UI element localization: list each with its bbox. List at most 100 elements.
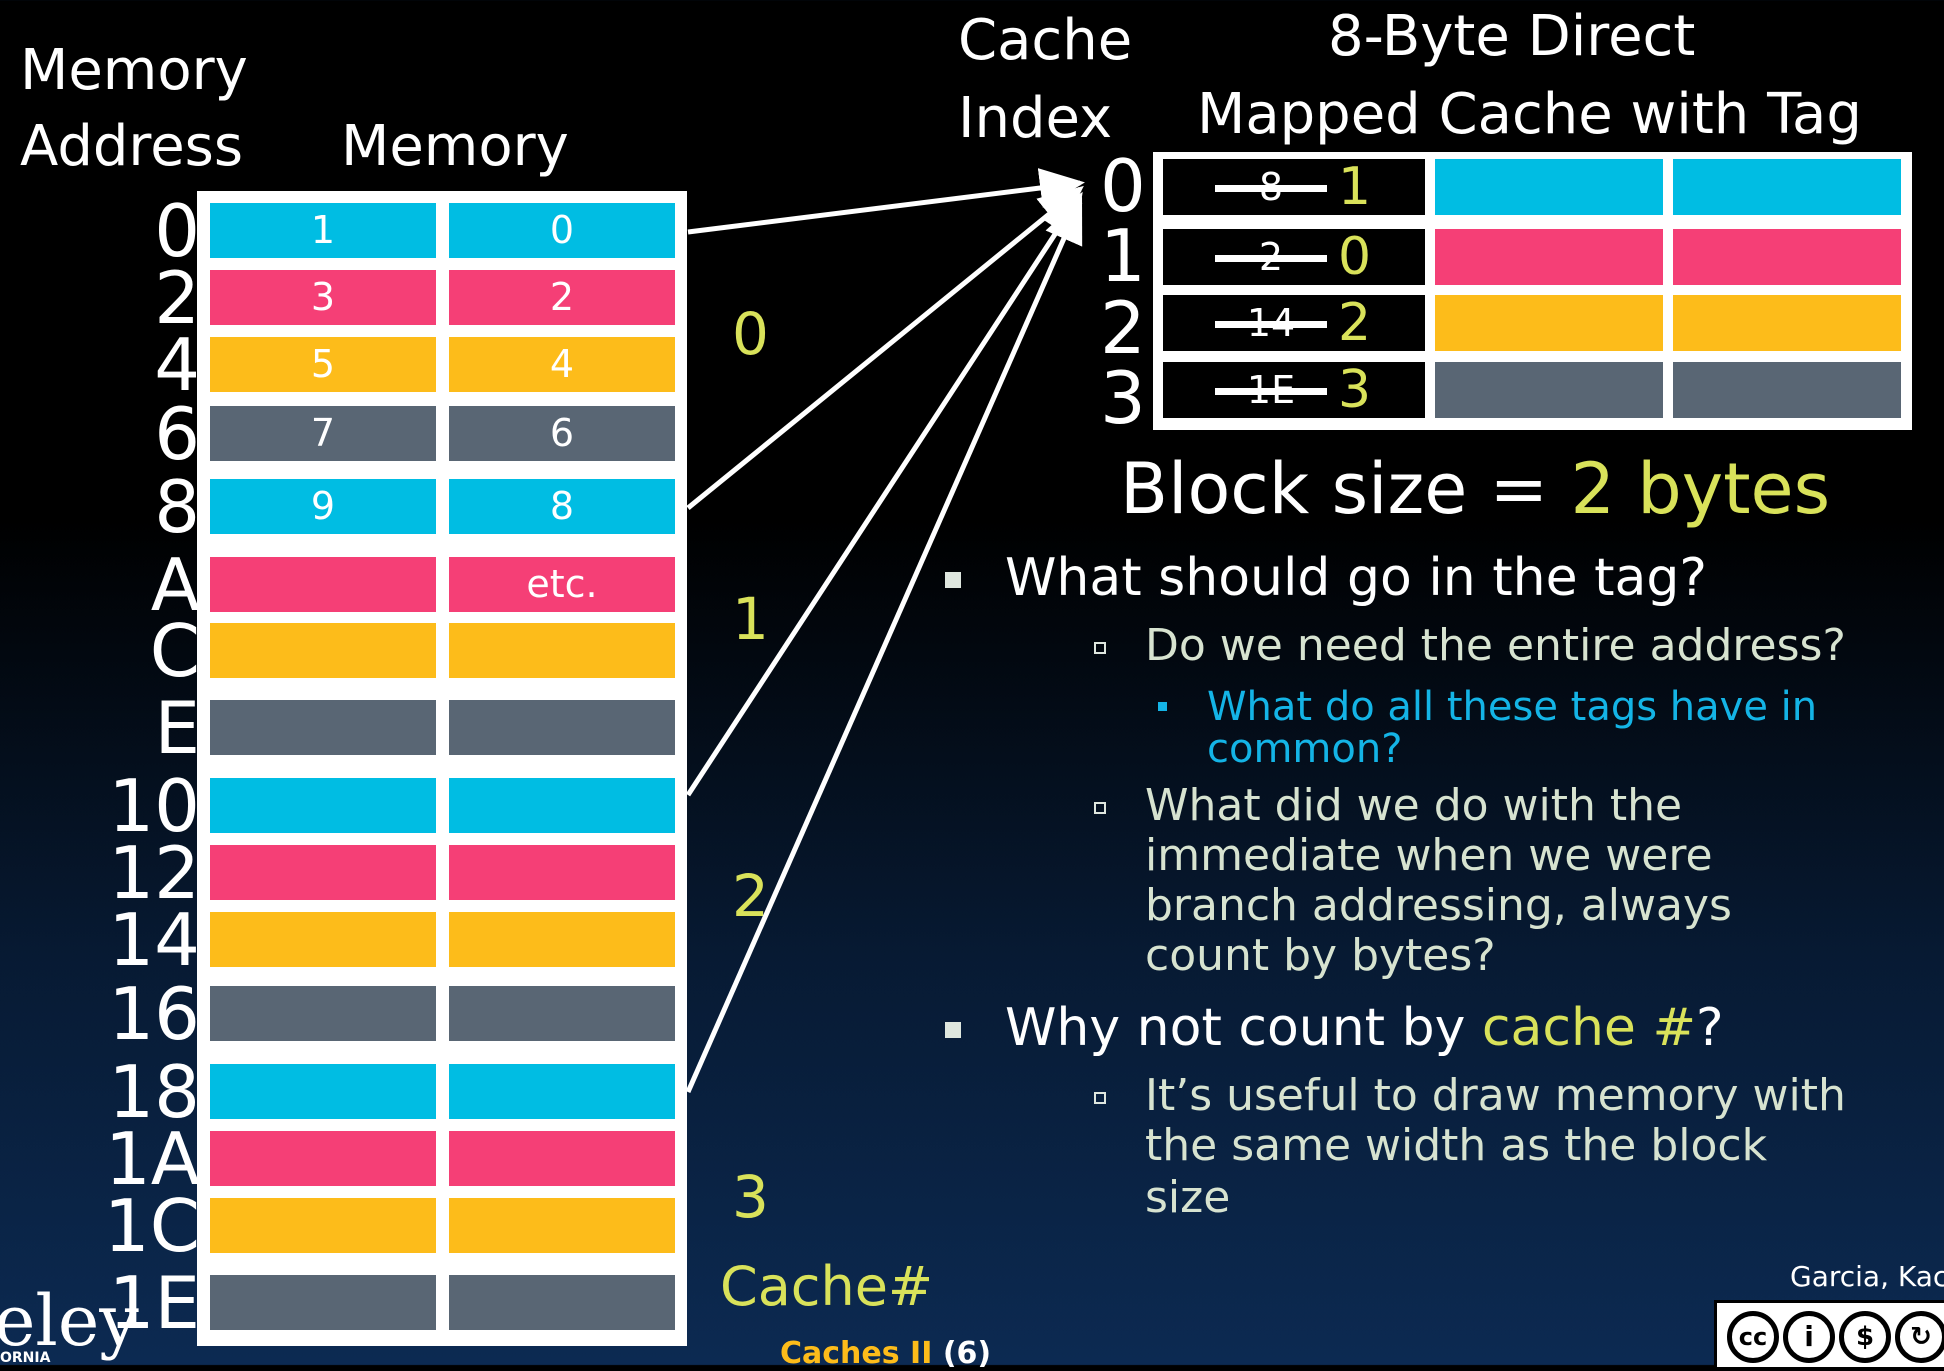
cc-icon: cc — [1727, 1311, 1779, 1363]
cache-data-cell-1-1 — [1673, 229, 1901, 285]
cache-data-cell-1-0 — [1435, 229, 1663, 285]
cache-title-line1: 8-Byte Direct — [1328, 4, 1696, 69]
cache-tag-cell-0: 81 — [1163, 159, 1425, 215]
memory-cell-14-left — [210, 1198, 436, 1253]
arrow-addr18-to-index0 — [685, 197, 1083, 1094]
cache-tag-0: 1 — [1338, 157, 1372, 217]
memory-cell-15-left — [210, 1275, 436, 1330]
strikethrough-1 — [1215, 255, 1327, 262]
cache-row-index-3: 3 — [1100, 356, 1146, 440]
memory-address-7: E — [154, 686, 201, 770]
sub-bullet-width-line3: size — [1145, 1172, 1231, 1223]
cache-data-cell-2-0 — [1435, 295, 1663, 351]
sub-bullet-immediate-line3: branch addressing, always — [1145, 880, 1732, 931]
cache-number-0: 0 — [732, 300, 769, 368]
memory-address-11: 16 — [108, 972, 200, 1056]
sub-bullet-width-line2: the same width as the block — [1145, 1120, 1768, 1171]
arrow-addr8-to-index0 — [686, 185, 1084, 510]
memory-cell-8-left — [210, 778, 436, 833]
attribution-icon: i — [1783, 1311, 1835, 1363]
bullet-marker-2 — [945, 1022, 961, 1038]
memory-address-15: 1E — [108, 1261, 200, 1345]
memory-address-8: 10 — [108, 764, 200, 848]
creative-commons-badge: cc i $ ↻ — [1714, 1300, 1944, 1370]
strikethrough-2 — [1215, 321, 1327, 328]
noncommercial-icon: $ — [1839, 1311, 1891, 1363]
bullet-marker-1 — [945, 572, 961, 588]
authors-label: Garcia, Kac — [1790, 1260, 1944, 1293]
arrow-addr10-to-index0 — [685, 191, 1083, 797]
sub-bullet-immediate-line2: immediate when we were — [1145, 830, 1713, 881]
cache-hash-label: Cache# — [720, 1255, 934, 1318]
memory-cell-10-left — [210, 912, 436, 967]
memory-address-14: 1C — [103, 1184, 200, 1268]
bullet-cache-number-post: ? — [1696, 998, 1724, 1058]
berkeley-logo-fragment: eley — [0, 1280, 139, 1362]
memory-cell-5-left — [210, 557, 436, 612]
memory-address-12: 18 — [108, 1050, 200, 1134]
sub-bullet-marker-1 — [1094, 642, 1106, 654]
memory-cell-13-right — [449, 1131, 675, 1186]
memory-address-5: A — [150, 543, 200, 627]
arrow-addr0-to-index0 — [687, 168, 1085, 235]
memory-cell-7-right — [449, 700, 675, 755]
memory-cell-12-left — [210, 1064, 436, 1119]
block-size-text: Block size = 2 bytes — [1120, 448, 1830, 530]
memory-cell-2-right: 4 — [449, 337, 675, 392]
block-size-prefix: Block size = — [1120, 448, 1571, 530]
memory-cell-11-left — [210, 986, 436, 1041]
sub-bullet-width-line1: It’s useful to draw memory with — [1145, 1070, 1846, 1121]
memory-cell-0-right: 0 — [449, 203, 675, 258]
memory-cell-6-left — [210, 623, 436, 678]
cache-tag-1: 0 — [1338, 227, 1372, 287]
memory-cell-11-right — [449, 986, 675, 1041]
memory-address-4: 8 — [154, 465, 200, 549]
memory-address-6: C — [149, 609, 200, 693]
memory-address-1: 2 — [154, 256, 200, 340]
memory-cell-9-right — [449, 845, 675, 900]
sub-sub-bullet-marker — [1158, 702, 1167, 711]
memory-address-9: 12 — [108, 831, 200, 915]
sub-sub-bullet-line2: common? — [1207, 726, 1403, 772]
cache-data-cell-0-0 — [1435, 159, 1663, 215]
memory-cell-7-left — [210, 700, 436, 755]
sub-bullet-marker-2 — [1094, 802, 1106, 814]
cache-index-header-line1: Cache — [958, 8, 1133, 73]
memory-cell-0-left: 1 — [210, 203, 436, 258]
cache-row-index-1: 1 — [1100, 214, 1146, 298]
bullet-tag-question: What should go in the tag? — [1005, 548, 1707, 608]
cache-index-header-line2: Index — [958, 86, 1113, 151]
strikethrough-0 — [1215, 185, 1327, 192]
cache-tag-2: 2 — [1338, 293, 1372, 353]
bullet-cache-number-pre: Why not count by — [1005, 998, 1482, 1058]
cache-tag-cell-1: 20 — [1163, 229, 1425, 285]
strikethrough-3 — [1215, 388, 1327, 395]
cache-row-index-0: 0 — [1100, 144, 1146, 228]
memory-cell-4-right: 8 — [449, 479, 675, 534]
memory-cell-14-right — [449, 1198, 675, 1253]
cache-data-cell-0-1 — [1673, 159, 1901, 215]
memory-address-13: 1A — [104, 1117, 200, 1201]
cache-number-3: 3 — [732, 1163, 769, 1231]
cache-tag-3: 3 — [1338, 360, 1372, 420]
memory-cell-8-right — [449, 778, 675, 833]
lecture-title: Caches II — [780, 1336, 933, 1371]
memory-cell-15-right — [449, 1275, 675, 1330]
sub-bullet-immediate-line1: What did we do with the — [1145, 780, 1683, 831]
memory-cell-4-left: 9 — [210, 479, 436, 534]
memory-cell-10-right — [449, 912, 675, 967]
direct-mapped-cache: 81 20 142 1E3 — [1153, 152, 1912, 430]
lecture-number: (6) — [942, 1336, 992, 1371]
cache-data-cell-3-0 — [1435, 362, 1663, 418]
memory-address-3: 6 — [154, 392, 200, 476]
cache-number-1: 1 — [732, 585, 769, 653]
memory-cell-13-left — [210, 1131, 436, 1186]
block-size-value: 2 bytes — [1570, 448, 1831, 530]
memory-address-10: 14 — [108, 898, 200, 982]
cache-data-cell-3-1 — [1673, 362, 1901, 418]
memory-address-header-line2: Address — [20, 114, 244, 179]
bullet-cache-number-highlight: cache # — [1481, 998, 1697, 1058]
